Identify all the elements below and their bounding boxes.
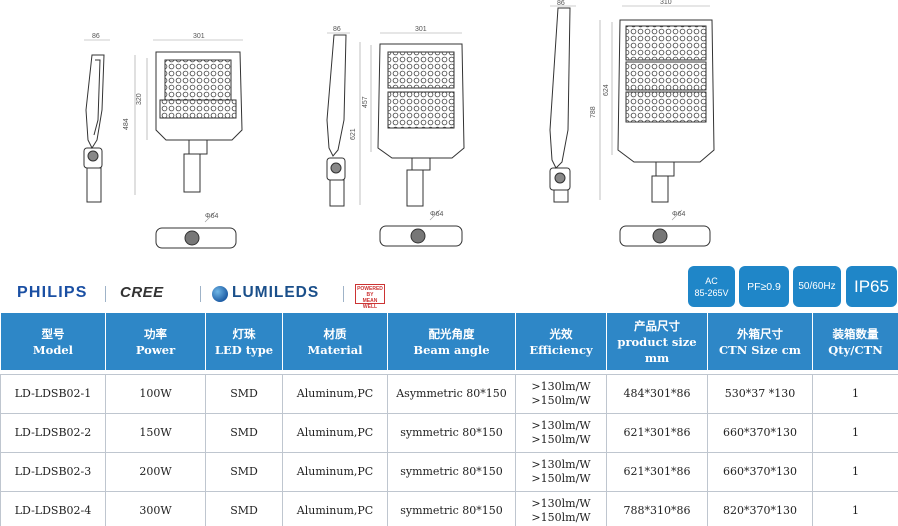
badge-voltage-line1: AC bbox=[705, 275, 718, 286]
small-pole-dim: Φ64 bbox=[205, 213, 218, 220]
badge-voltage-line2: 85-265V bbox=[694, 287, 729, 298]
cell-material: Aluminum,PC bbox=[282, 452, 388, 492]
drawing-large-bracket bbox=[619, 209, 711, 247]
cell-beam-angle: symmetric 80*150 bbox=[387, 452, 516, 492]
cell-material: Aluminum,PC bbox=[282, 374, 388, 414]
cell-model: LD-LDSB02-2 bbox=[0, 413, 106, 453]
drawing-large-front bbox=[599, 5, 715, 203]
badge-ip-rating: IP65 bbox=[846, 266, 897, 307]
philips-logo: PHILIPS bbox=[17, 284, 88, 301]
cell-led-type: SMD bbox=[205, 491, 283, 526]
drawing-medium-side bbox=[326, 32, 350, 207]
brand-divider bbox=[343, 286, 344, 302]
small-height-dim: 484 bbox=[123, 118, 130, 130]
large-width-dim: 310 bbox=[660, 0, 672, 6]
cell-ctn-size: 530*37 *130 bbox=[707, 374, 813, 414]
badge-power-factor-text: PF≥0.9 bbox=[747, 280, 781, 293]
lumileds-icon bbox=[212, 286, 228, 302]
cell-ctn-size: 660*370*130 bbox=[707, 452, 813, 492]
table-row: LD-LDSB02-3 200W SMD Aluminum,PC symmetr… bbox=[0, 452, 898, 492]
small-depth-dim: 86 bbox=[92, 33, 100, 40]
badge-frequency-text: 50/60Hz bbox=[798, 281, 836, 292]
cell-material: Aluminum,PC bbox=[282, 491, 388, 526]
large-depth-dim: 86 bbox=[557, 0, 565, 7]
large-pole-dim: Φ64 bbox=[672, 211, 685, 218]
cell-qty: 1 bbox=[812, 491, 898, 526]
cell-product-size: 788*310*86 bbox=[606, 491, 708, 526]
cell-led-type: SMD bbox=[205, 452, 283, 492]
table-row: LD-LDSB02-2 150W SMD Aluminum,PC symmetr… bbox=[0, 413, 898, 453]
drawing-medium-bracket bbox=[379, 209, 463, 247]
badge-voltage: AC 85-265V bbox=[688, 266, 735, 307]
medium-height-dim: 621 bbox=[350, 128, 357, 140]
cell-ctn-size: 660*370*130 bbox=[707, 413, 813, 453]
lumileds-logo: LUMILEDS bbox=[232, 284, 320, 301]
cell-efficiency: >130lm/W>150lm/W bbox=[515, 413, 607, 453]
cell-beam-angle: Asymmetric 80*150 bbox=[387, 374, 516, 414]
cell-beam-angle: symmetric 80*150 bbox=[387, 491, 516, 526]
large-inner-dim: 624 bbox=[603, 84, 610, 96]
cell-efficiency: >130lm/W>150lm/W bbox=[515, 374, 607, 414]
cell-material: Aluminum,PC bbox=[282, 413, 388, 453]
small-inner-dim: 320 bbox=[136, 93, 143, 105]
medium-inner-dim: 457 bbox=[362, 96, 369, 108]
cell-qty: 1 bbox=[812, 374, 898, 414]
table-row: LD-LDSB02-1 100W SMD Aluminum,PC Asymmet… bbox=[0, 374, 898, 414]
cree-logo: CREE bbox=[120, 284, 164, 301]
brand-divider bbox=[200, 286, 201, 302]
cell-product-size: 484*301*86 bbox=[606, 374, 708, 414]
large-height-dim: 788 bbox=[590, 106, 597, 118]
cell-product-size: 621*301*86 bbox=[606, 413, 708, 453]
cell-qty: 1 bbox=[812, 452, 898, 492]
medium-depth-dim: 86 bbox=[333, 26, 341, 33]
cell-power: 100W bbox=[105, 374, 206, 414]
badge-ip-rating-text: IP65 bbox=[854, 276, 889, 296]
drawing-medium-front bbox=[359, 32, 465, 207]
drawing-small-front bbox=[134, 39, 243, 195]
cell-ctn-size: 820*370*130 bbox=[707, 491, 813, 526]
cell-power: 200W bbox=[105, 452, 206, 492]
brand-divider bbox=[105, 286, 106, 302]
table-row: LD-LDSB02-4 300W SMD Aluminum,PC symmetr… bbox=[0, 491, 898, 526]
cell-model: LD-LDSB02-1 bbox=[0, 374, 106, 414]
badge-frequency: 50/60Hz bbox=[793, 266, 841, 307]
badge-power-factor: PF≥0.9 bbox=[739, 266, 789, 307]
cell-product-size: 621*301*86 bbox=[606, 452, 708, 492]
cell-model: LD-LDSB02-3 bbox=[0, 452, 106, 492]
cell-beam-angle: symmetric 80*150 bbox=[387, 413, 516, 453]
cell-qty: 1 bbox=[812, 413, 898, 453]
medium-width-dim: 301 bbox=[415, 26, 427, 33]
small-width-dim: 301 bbox=[193, 33, 205, 40]
spec-table-body: LD-LDSB02-1 100W SMD Aluminum,PC Asymmet… bbox=[0, 371, 898, 526]
cell-model: LD-LDSB02-4 bbox=[0, 491, 106, 526]
cell-led-type: SMD bbox=[205, 413, 283, 453]
technical-drawings: 86 301 484 320 Φ64 86 bbox=[0, 0, 898, 262]
drawing-large-side bbox=[549, 5, 576, 203]
drawing-small-side bbox=[83, 39, 110, 203]
drawing-small-bracket bbox=[155, 211, 237, 249]
medium-pole-dim: Φ64 bbox=[430, 211, 443, 218]
cell-efficiency: >130lm/W>150lm/W bbox=[515, 452, 607, 492]
cell-power: 300W bbox=[105, 491, 206, 526]
cell-efficiency: >130lm/W>150lm/W bbox=[515, 491, 607, 526]
drawings-svg: 86 301 484 320 Φ64 86 bbox=[83, 0, 715, 249]
cell-power: 150W bbox=[105, 413, 206, 453]
cell-led-type: SMD bbox=[205, 374, 283, 414]
